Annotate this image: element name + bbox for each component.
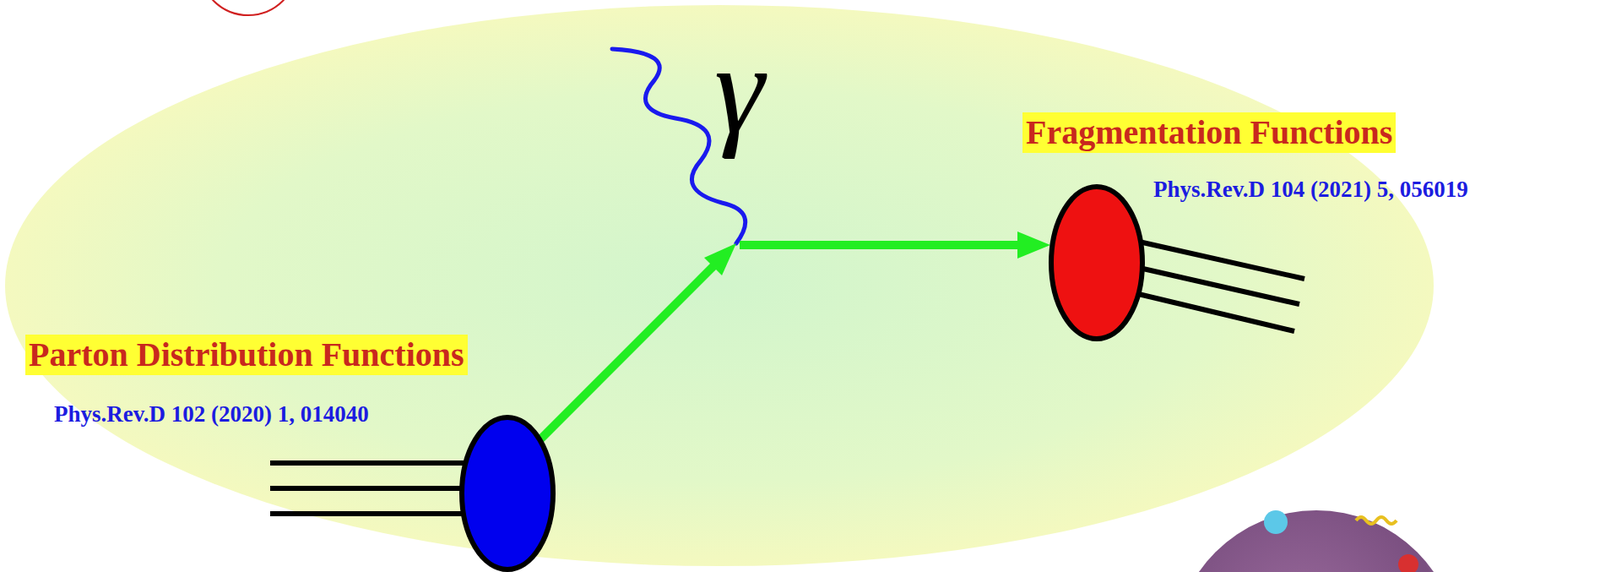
reference-text: Phys.Rev.D 102 (2020) 1, 014040 bbox=[54, 400, 369, 428]
pdf-blob bbox=[461, 417, 554, 570]
background-ellipse bbox=[5, 5, 1434, 566]
heading-text: Parton Distribution Functions bbox=[28, 334, 465, 375]
highlight-box: Fragmentation Functions bbox=[1022, 112, 1396, 153]
hadron-lines bbox=[1131, 239, 1305, 331]
quark-arrow bbox=[540, 231, 1051, 440]
ff-blob bbox=[1051, 186, 1143, 339]
heading-text: Fragmentation Functions bbox=[1025, 112, 1393, 153]
hadron-lines bbox=[270, 462, 482, 514]
highlight-box: Parton Distribution Functions bbox=[25, 334, 468, 375]
logo-arc bbox=[199, 0, 298, 16]
photon-symbol: γ bbox=[714, 25, 765, 152]
proton-picture bbox=[1173, 509, 1459, 572]
reference-text: Phys.Rev.D 104 (2021) 5, 056019 bbox=[1153, 175, 1469, 203]
